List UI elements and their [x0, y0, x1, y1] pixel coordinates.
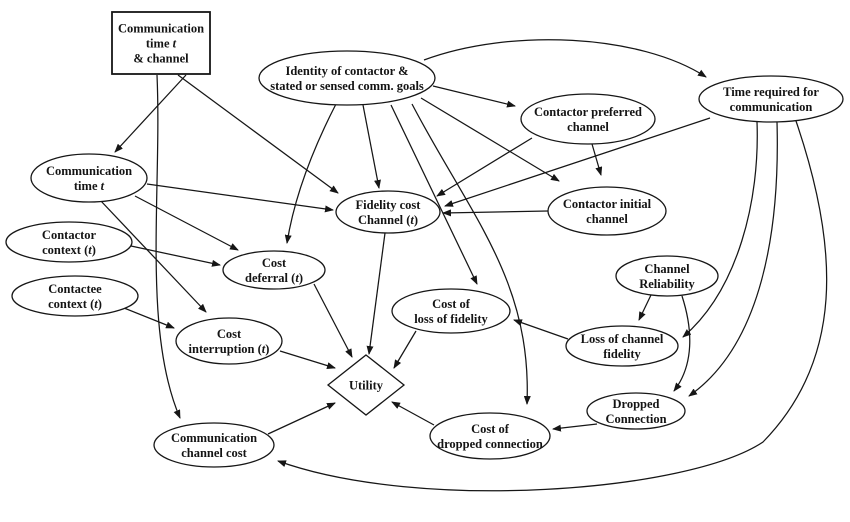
edge-identity-of-contactor-to-cost-dropped-connection — [411, 103, 531, 405]
contactee-context-shape — [11, 275, 139, 317]
edge-time-required-to-fidelity-cost-channel — [444, 117, 711, 207]
edge-dropped-connection-to-cost-dropped-connection — [552, 423, 598, 432]
edge-channel-reliability-to-dropped-connection — [673, 295, 691, 392]
utility-shape — [326, 354, 406, 416]
edge-identity-of-contactor-to-fidelity-cost-channel — [362, 104, 381, 189]
edge-cost-dropped-connection-to-utility — [391, 401, 435, 426]
edge-time-required-to-dropped-connection — [688, 121, 778, 397]
time-required-shape — [698, 75, 844, 123]
edge-contactor-preferred-channel-to-fidelity-cost-channel — [436, 137, 533, 197]
edge-comm-time-channel-decision-to-communication-time — [114, 74, 187, 153]
edge-cost-loss-of-fidelity-to-utility — [393, 330, 417, 369]
edge-contactor-context-to-cost-deferral — [130, 245, 221, 267]
cost-interruption-shape — [175, 317, 283, 365]
edge-communication-time-to-cost-interruption — [99, 199, 207, 313]
edge-identity-of-contactor-to-cost-loss-of-fidelity — [390, 104, 478, 285]
identity-of-contactor-label: Identity of contactor &stated or sensed … — [270, 64, 424, 93]
edge-loss-of-channel-fidelity-to-cost-loss-of-fidelity — [513, 319, 569, 340]
edge-communication-channel-cost-to-utility — [267, 402, 336, 435]
edge-identity-of-contactor-to-cost-deferral — [284, 103, 337, 244]
edge-time-required-to-communication-channel-cost — [277, 120, 828, 492]
loss-of-channel-fidelity-shape — [565, 325, 679, 367]
edge-identity-of-contactor-to-contactor-initial-channel — [420, 97, 560, 182]
cost-deferral-shape — [222, 250, 326, 290]
edge-comm-time-channel-decision-to-fidelity-cost-channel — [177, 74, 339, 194]
communication-time-shape — [30, 153, 148, 203]
fidelity-cost-channel-shape — [335, 190, 441, 234]
identity-of-contactor-shape — [258, 50, 436, 106]
contactor-preferred-channel-shape — [520, 93, 656, 145]
edge-identity-of-contactor-to-contactor-preferred-channel — [432, 85, 516, 108]
utility-label: Utility — [349, 379, 384, 393]
edge-contactor-initial-channel-to-fidelity-cost-channel — [442, 209, 549, 217]
edge-fidelity-cost-channel-to-utility — [366, 232, 386, 355]
edge-cost-deferral-to-utility — [313, 283, 353, 358]
cost-dropped-connection-shape — [429, 412, 551, 460]
edge-comm-time-channel-decision-to-communication-channel-cost — [155, 74, 181, 419]
edge-cost-interruption-to-utility — [279, 350, 336, 369]
comm-time-channel-decision-shape — [111, 11, 211, 75]
edge-communication-time-to-cost-deferral — [134, 195, 239, 251]
contactor-initial-channel-shape — [547, 186, 667, 236]
dropped-connection-shape — [586, 392, 686, 430]
channel-reliability-shape — [615, 255, 719, 297]
node-identity-of-contactor: Identity of contactor &stated or sensed … — [258, 50, 436, 106]
edge-time-required-to-loss-of-channel-fidelity — [682, 121, 758, 338]
edge-channel-reliability-to-loss-of-channel-fidelity — [638, 294, 652, 321]
edge-contactor-preferred-channel-to-contactor-initial-channel — [591, 143, 603, 176]
contactor-context-shape — [5, 221, 133, 263]
edge-identity-of-contactor-to-time-required — [423, 39, 707, 78]
edge-contactee-context-to-cost-interruption — [123, 307, 175, 329]
communication-channel-cost-shape — [153, 422, 275, 468]
cost-loss-of-fidelity-shape — [391, 288, 511, 334]
node-utility: Utility — [326, 354, 406, 416]
edge-communication-time-to-fidelity-cost-channel — [146, 183, 334, 213]
